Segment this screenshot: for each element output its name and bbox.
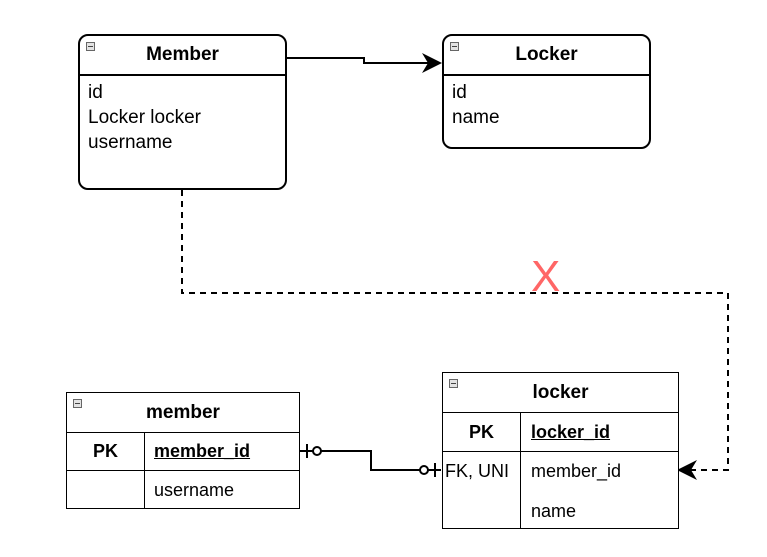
key-cell: PK xyxy=(468,421,494,442)
mapping-dashed-line xyxy=(181,190,729,480)
attribute: id xyxy=(452,82,467,103)
member-locker-association-arrow xyxy=(287,53,442,73)
locker-entity[interactable]: Locker id name xyxy=(442,34,651,149)
collapse-icon[interactable] xyxy=(449,379,458,388)
divider xyxy=(443,412,678,413)
divider xyxy=(144,432,145,508)
member-entity[interactable]: Member id Locker locker username xyxy=(78,34,287,190)
collapse-icon[interactable] xyxy=(73,399,82,408)
locker-table-title: locker xyxy=(532,382,589,403)
one-to-one-relation-line xyxy=(300,450,441,471)
column-cell: username xyxy=(154,479,235,500)
attribute: name xyxy=(452,107,500,128)
member-entity-attributes: id Locker locker username xyxy=(88,80,201,155)
column-cell: member_id xyxy=(531,460,622,481)
member-entity-title: Member xyxy=(80,36,285,76)
key-cell: PK xyxy=(92,441,118,461)
attribute: username xyxy=(88,132,173,153)
column-cell: member_id xyxy=(154,441,251,461)
divider xyxy=(67,470,299,471)
member-table-title: member xyxy=(146,402,220,423)
locker-side-circle-mark xyxy=(419,465,429,475)
attribute: id xyxy=(88,82,103,103)
locker-entity-attributes: id name xyxy=(452,80,500,130)
member-table[interactable]: member PK member_id username xyxy=(66,392,300,509)
attribute: Locker locker xyxy=(88,107,201,128)
key-cell: FK, UNI xyxy=(445,460,510,481)
locker-table[interactable]: locker PK locker_id FK, UNI member_id na… xyxy=(442,372,679,529)
divider xyxy=(67,432,299,433)
column-cell: name xyxy=(531,500,577,521)
divider xyxy=(443,451,678,452)
key-cell xyxy=(443,492,520,530)
key-cell xyxy=(67,471,144,509)
not-mapped-x-mark: X xyxy=(531,252,561,301)
column-cell: locker_id xyxy=(531,421,611,442)
locker-entity-title: Locker xyxy=(444,36,649,76)
member-side-circle-mark xyxy=(312,446,322,456)
collapse-icon[interactable] xyxy=(86,42,95,51)
divider xyxy=(520,412,521,528)
collapse-icon[interactable] xyxy=(450,42,459,51)
